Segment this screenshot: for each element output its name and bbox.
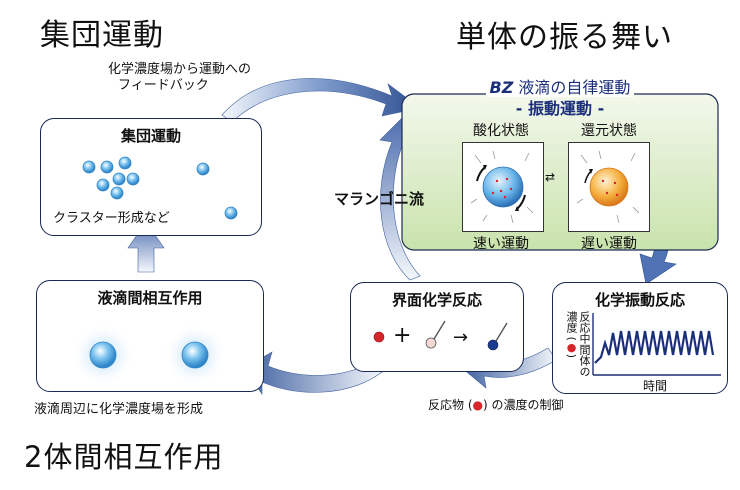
oscillation-plot — [592, 313, 721, 376]
reaction-scheme — [373, 320, 508, 351]
slow-motion-label: 遅い運動 — [581, 236, 637, 252]
droplet — [181, 341, 209, 369]
heading-two-body-interaction: 2体間相互作用 — [24, 440, 224, 474]
droplet — [196, 162, 210, 176]
interaction-caption: 液滴周辺に化学濃度場を形成 — [34, 402, 204, 417]
heading-collective-motion: 集団運動 — [40, 18, 164, 53]
oscillation-box: 化学振動反応 反応中間体の 濃度 (●) 時間 — [552, 282, 728, 394]
reactant-caption-suffix: ) の濃度の制御 — [482, 398, 564, 412]
reduced-droplet-frame — [568, 142, 650, 232]
bz-title-rest: 液滴の自律運動 — [513, 78, 631, 97]
reactant-caption-icon: ● — [472, 398, 483, 412]
reduced-droplet-illustration — [576, 150, 640, 224]
droplet — [89, 341, 117, 369]
droplet — [96, 178, 110, 192]
reactant-caption: 反応物 (●) の濃度の制御 — [428, 396, 563, 413]
feedback-arrow — [221, 78, 421, 123]
reduced-label: 還元状態 — [581, 123, 637, 139]
plus-sign: + — [393, 323, 412, 348]
oscillation-curve — [594, 330, 715, 364]
reactant-marker-icon: ● — [565, 340, 578, 354]
bz-panel-title: BZ 液滴の自律運動 — [402, 74, 718, 98]
droplet — [118, 156, 132, 170]
marangoni-label: マランゴニ流 — [334, 190, 425, 208]
oscillation-ylabel-line2: 濃度 (●) — [565, 311, 578, 358]
droplet-cluster — [82, 156, 238, 220]
oxidized-droplet-illustration — [470, 150, 534, 224]
oxidized-droplet-frame — [462, 142, 544, 232]
interaction-box: 液滴間相互作用 — [36, 280, 264, 392]
droplet — [126, 172, 140, 186]
oscillation-xlabel: 時間 — [643, 379, 668, 393]
feedback-label-line1: 化学濃度場から運動への — [108, 62, 252, 77]
oscillation-ylabel-line1: 反応中間体の — [578, 311, 591, 377]
droplet — [112, 172, 126, 186]
surfactant-tail-icon — [433, 320, 446, 340]
reduced-droplet — [589, 167, 629, 207]
droplet — [224, 206, 238, 220]
ylabel-suffix: ) — [565, 353, 578, 359]
oxidized-label: 酸化状態 — [473, 123, 529, 139]
oxidized-droplet — [482, 166, 524, 208]
oscillation-title: 化学振動反応 — [594, 291, 685, 309]
droplet — [110, 186, 124, 200]
fast-motion-label: 速い運動 — [473, 236, 529, 252]
collective-motion-caption: クラスター形成など — [53, 211, 170, 226]
state-exchange-arrows: ⇄ — [545, 170, 556, 184]
surfactant-head-icon — [425, 337, 437, 349]
reaction-arrow: → — [453, 327, 469, 348]
interacting-droplets — [71, 323, 227, 387]
interaction-title: 液滴間相互作用 — [97, 289, 203, 307]
heading-single-behavior: 単体の振る舞い — [456, 20, 673, 55]
interface-reaction-title: 界面化学反応 — [391, 291, 482, 309]
feedback-label: 化学濃度場から運動への フィードバック — [108, 62, 251, 94]
oscillation-ylabel: 反応中間体の 濃度 (●) — [557, 311, 591, 377]
bz-label: BZ — [489, 78, 514, 97]
reactant-icon — [373, 331, 385, 343]
collective-motion-title: 集団運動 — [120, 127, 181, 145]
ylabel-prefix: 濃度 ( — [565, 311, 578, 341]
droplet — [82, 160, 96, 174]
product-icon — [487, 339, 499, 351]
reactant-caption-prefix: 反応物 ( — [428, 398, 473, 412]
collective-motion-box: 集団運動 クラスター形成など — [40, 118, 262, 236]
feedback-label-line2: フィードバック — [118, 78, 209, 93]
droplet — [100, 160, 114, 174]
interface-reaction-box: 界面化学反応 + → — [350, 282, 524, 372]
bz-panel-subtitle: - 振動運動 - — [515, 99, 605, 118]
product-tail-icon — [495, 322, 508, 342]
